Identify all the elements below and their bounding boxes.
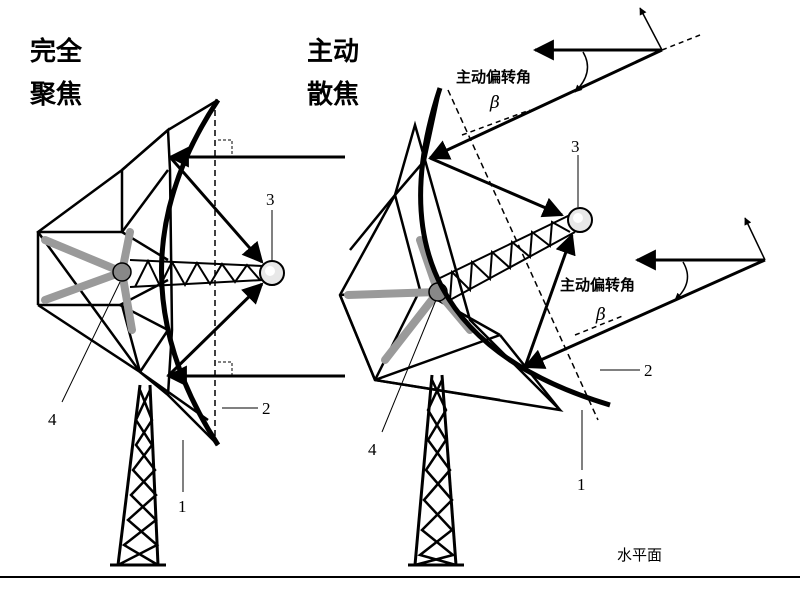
right-beta-bottom: β [595,305,606,325]
right-beta-top: β [489,93,500,113]
right-label-1: 1 [577,475,586,494]
right-incoming-ray-bottom [523,258,766,369]
left-label-3: 3 [266,190,275,209]
right-label-2: 2 [644,361,653,380]
right-reflector [418,87,611,408]
right-boom [439,214,576,301]
right-back-frame [338,120,564,412]
left-label-4: 4 [48,410,57,429]
left-boom [129,258,264,289]
right-deflection-label-top: 主动偏转角 [456,68,531,86]
right-title-line2: 散焦 [307,79,359,110]
right-tower [408,374,464,567]
right-deflection-label-bottom: 主动偏转角 [560,276,635,294]
left-title-line2: 聚焦 [29,79,82,110]
right-label-3: 3 [571,137,580,156]
left-hub [112,262,132,282]
right-label-4: 4 [368,440,377,459]
left-reflected-ray-bottom [166,282,264,378]
ground-label: 水平面 [617,546,662,564]
right-incoming-ray-top [428,48,663,160]
left-label-2: 2 [262,399,271,418]
left-tower [110,384,166,567]
right-title-line1: 主动 [307,37,359,67]
right-reflected-ray-bottom [523,233,576,368]
left-reflector [159,98,221,447]
right-dish-diagram: 主动 散焦 [307,7,766,567]
left-reflected-ray-top [168,156,264,264]
left-dish-supports [167,98,219,446]
left-label-1: 1 [178,497,187,516]
right-dashed-axis [447,89,599,421]
left-title-line1: 完全 [30,36,83,67]
right-reflected-ray-top [429,156,564,218]
left-dish-diagram: 完全 聚焦 [29,36,345,567]
